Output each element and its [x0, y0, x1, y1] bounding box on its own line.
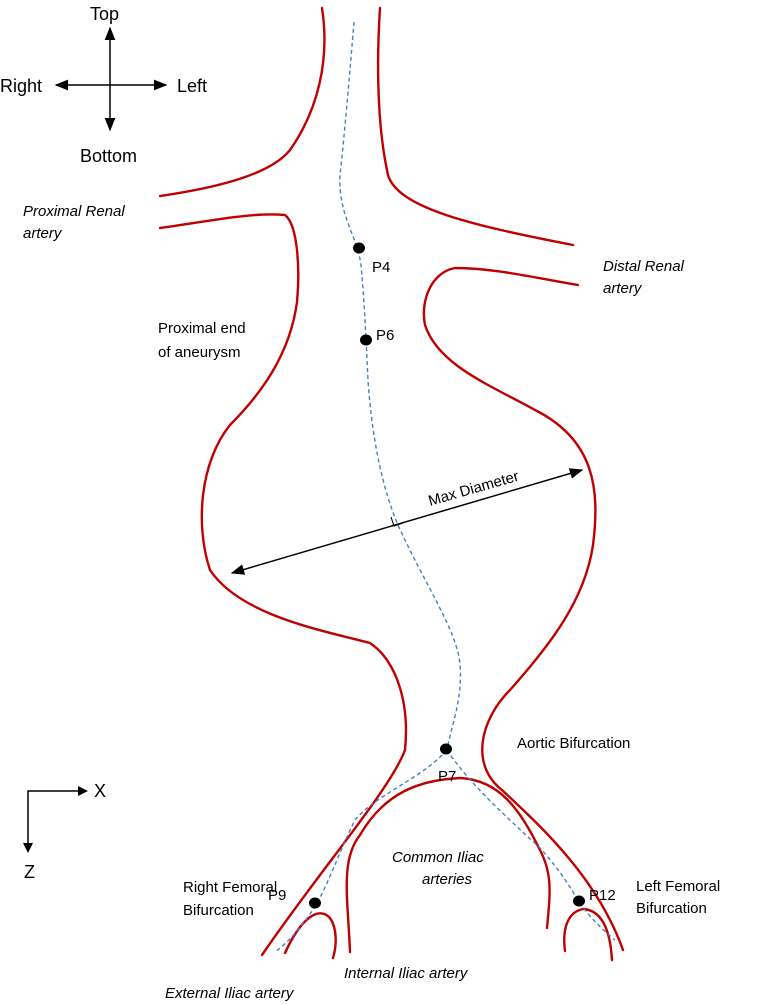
left-femoral-label-line2: Bifurcation — [636, 900, 707, 917]
right-iliac-centerline — [274, 749, 448, 953]
aortic-bifurcation-label: Aortic Bifurcation — [517, 735, 630, 752]
point-p9-marker — [309, 897, 321, 909]
point-p4-marker — [353, 242, 365, 254]
compass-right-label: Right — [0, 76, 42, 96]
right-aneurysm-wall — [158, 213, 408, 957]
compass-left-label: Left — [177, 76, 207, 96]
orientation-compass: Top Bottom Right Left — [0, 4, 207, 166]
common-iliac-label-line1: Common Iliac — [392, 849, 484, 866]
right-femoral-label-line2: Bifurcation — [183, 902, 254, 919]
point-p12-label: P12 — [589, 887, 616, 904]
common-iliac-label-line2: arteries — [422, 871, 473, 888]
x-axis-label: X — [94, 781, 106, 801]
internal-iliac-label: Internal Iliac artery — [344, 965, 469, 982]
iliac-crotch-wall — [345, 776, 551, 954]
external-iliac-label: External Iliac artery — [165, 985, 295, 1002]
max-diameter-indicator: Max Diameter — [230, 468, 584, 575]
aorta-centerline — [339, 21, 462, 751]
upper-aorta-right-wall — [158, 6, 326, 198]
compass-bottom-label: Bottom — [80, 146, 137, 166]
z-axis-arrowhead — [23, 843, 33, 853]
axes-lines — [27, 790, 82, 847]
point-p7-label: P7 — [438, 768, 456, 785]
proximal-renal-label-line1: Proximal Renal — [23, 203, 125, 220]
compass-top-label: Top — [90, 4, 119, 24]
left-internal-iliac-wall — [563, 907, 614, 962]
point-p4-label: P4 — [372, 259, 390, 276]
point-p7-marker — [440, 743, 452, 755]
point-p12-marker — [573, 895, 585, 907]
x-axis-arrowhead — [78, 786, 88, 796]
max-diameter-arrow — [230, 468, 584, 575]
landmark-points: P4 P6 P7 P9 P12 — [268, 242, 616, 909]
distal-renal-label-line1: Distal Renal — [603, 258, 685, 275]
left-femoral-label-line1: Left Femoral — [636, 878, 720, 895]
point-p9-label: P9 — [268, 887, 286, 904]
distal-renal-label-line2: artery — [603, 280, 643, 297]
coordinate-axes: X Z — [23, 781, 106, 882]
right-angle-marker — [390, 516, 404, 527]
right-femoral-label-line1: Right Femoral — [183, 879, 277, 896]
left-iliac-centerline — [446, 749, 616, 941]
point-p6-marker — [360, 334, 372, 346]
anatomical-labels: Proximal Renal artery Distal Renal arter… — [23, 203, 720, 1002]
max-diameter-label: Max Diameter — [426, 468, 520, 510]
proximal-renal-label-line2: artery — [23, 225, 63, 242]
vessel-walls — [158, 6, 625, 962]
z-axis-label: Z — [24, 862, 35, 882]
upper-aorta-left-wall — [376, 6, 575, 247]
centerlines — [274, 21, 616, 953]
proximal-end-label-line1: Proximal end — [158, 320, 246, 337]
left-aneurysm-wall — [422, 266, 625, 952]
point-p6-label: P6 — [376, 327, 394, 344]
proximal-end-label-line2: of aneurysm — [158, 344, 241, 361]
